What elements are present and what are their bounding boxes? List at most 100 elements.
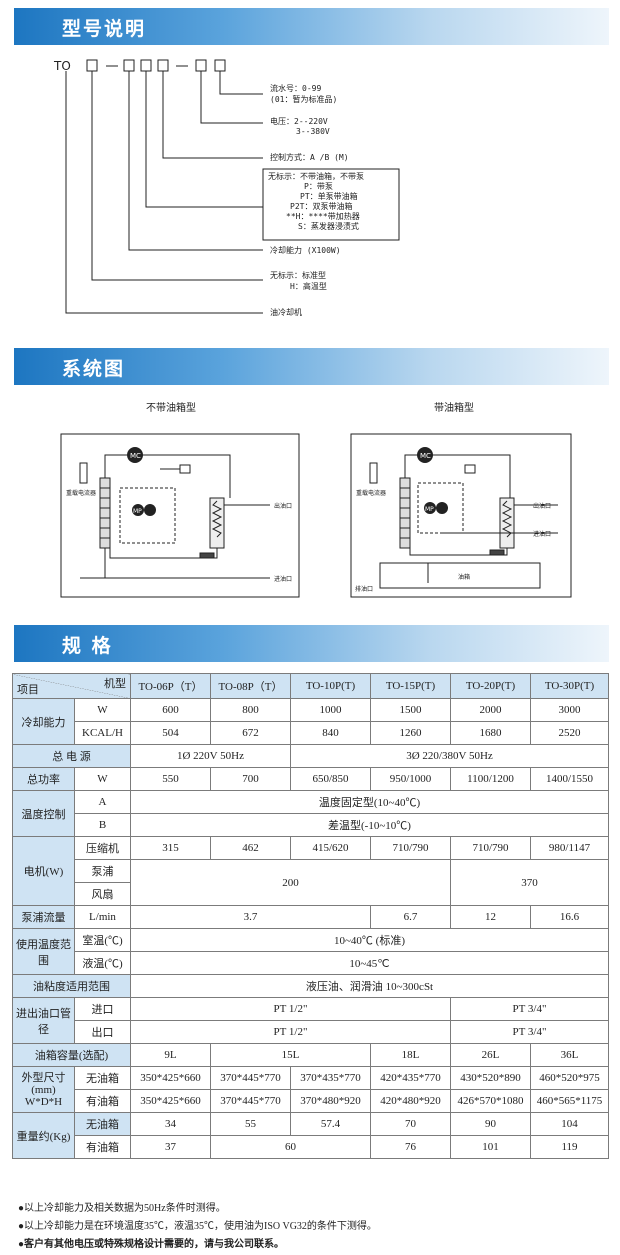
value-cell: 1500 bbox=[370, 698, 451, 722]
value-cell: 18L bbox=[370, 1043, 451, 1067]
option-line-2: PT：单泵带油箱 bbox=[300, 192, 358, 201]
value-cell: 55 bbox=[210, 1112, 291, 1136]
row-label: 温度控制 bbox=[12, 790, 75, 837]
unit-cell: KCAL/H bbox=[74, 721, 131, 745]
mc-icon bbox=[127, 447, 143, 463]
table-row: 使用温度范围 室温(℃) 10~40℃ (标准) bbox=[12, 928, 609, 975]
value-cell: 420*480*920 bbox=[370, 1089, 451, 1113]
table-row: 出口 PT 1/2" PT 3/4" bbox=[13, 1020, 609, 1044]
value-cell: 90 bbox=[450, 1112, 531, 1136]
table-header-row: 机型 项目 TO-06P（T） TO-08P（T） TO-10P(T) TO-1… bbox=[12, 673, 609, 699]
value-cell: 119 bbox=[530, 1135, 609, 1159]
row-label: 油粘度适用范围 bbox=[12, 974, 131, 998]
value-cell: 57.4 bbox=[290, 1112, 371, 1136]
model-section-banner: 型号说明 bbox=[14, 8, 609, 45]
mc-icon bbox=[417, 447, 433, 463]
unit-cell: 液温(℃) bbox=[74, 951, 131, 975]
value-cell: 2520 bbox=[530, 721, 609, 745]
value-cell: 1680 bbox=[450, 721, 531, 745]
table-row: 重量约(Kg) 无油箱 34 55 57.4 70 90 104 bbox=[12, 1112, 609, 1159]
value-cell: 315 bbox=[130, 836, 211, 860]
value-cell: 980/1147 bbox=[530, 836, 609, 860]
row-label: 油箱容量(选配) bbox=[12, 1043, 131, 1067]
value-cell: 26L bbox=[450, 1043, 531, 1067]
value-cell: 36L bbox=[530, 1043, 609, 1067]
unit-cell: 室温(℃) bbox=[74, 928, 131, 952]
value-cell: PT 3/4" bbox=[450, 1020, 609, 1044]
header-corner-top: 机型 bbox=[104, 678, 126, 690]
unit-cell: 无油箱 bbox=[74, 1066, 131, 1090]
value-cell: 12 bbox=[450, 905, 531, 929]
system-diagram-left: MC MP 重载电流器 出油口 进油口 bbox=[60, 433, 300, 598]
footnote: ●以上冷却能力是在环境温度35℃，液温35℃，使用油为ISO VG32的条件下测… bbox=[18, 1221, 377, 1232]
model-header: TO-08P（T） bbox=[210, 673, 291, 699]
unit-cell: 进口 bbox=[74, 997, 131, 1021]
option-line-5: S：蒸发器浸渍式 bbox=[298, 222, 359, 231]
value-cell: 650/850 bbox=[290, 767, 371, 791]
value-cell: 温度固定型(10~40℃) bbox=[130, 790, 609, 814]
row-label: 外型尺寸(mm) W*D*H bbox=[12, 1066, 75, 1113]
table-row: 油箱容量(选配) 9L 15L 18L 26L 36L bbox=[12, 1043, 609, 1067]
unit-cell: 风扇 bbox=[74, 882, 131, 906]
value-cell: 2000 bbox=[450, 698, 531, 722]
type-label: 无标示：标准型 bbox=[270, 271, 326, 280]
system-section-banner: 系统图 bbox=[14, 348, 609, 385]
unit-cell: 出口 bbox=[74, 1020, 131, 1044]
out-tag-left: 出油口 bbox=[274, 502, 292, 510]
value-cell: 504 bbox=[130, 721, 211, 745]
value-cell: 3.7 bbox=[130, 905, 371, 929]
value-cell: 460*565*1175 bbox=[530, 1089, 609, 1113]
table-row: 冷却能力 W 600 800 1000 1500 2000 3000 bbox=[12, 698, 609, 745]
motor-icon bbox=[436, 502, 448, 514]
model-code-lines bbox=[65, 59, 400, 314]
value-cell: PT 1/2" bbox=[130, 1020, 451, 1044]
unit-cell: 有油箱 bbox=[74, 1135, 131, 1159]
table-row: KCAL/H 504 672 840 1260 1680 2520 bbox=[13, 721, 609, 745]
model-header: TO-10P(T) bbox=[290, 673, 371, 699]
unit-cell: 有油箱 bbox=[74, 1089, 131, 1113]
option-line-3: P2T：双泵带油箱 bbox=[290, 202, 353, 211]
tank-tag-right: 油箱 bbox=[458, 573, 470, 581]
system-section-title: 系统图 bbox=[62, 358, 126, 380]
header-corner: 机型 项目 bbox=[12, 673, 131, 699]
value-cell: 104 bbox=[530, 1112, 609, 1136]
table-row: 泵浦 200 370 bbox=[13, 859, 609, 906]
value-cell: 200 bbox=[130, 859, 451, 906]
value-cell: 600 bbox=[130, 698, 211, 722]
table-row: 电机(W) 压缩机 315 462 415/620 710/790 710/79… bbox=[12, 836, 609, 906]
unit-cell: B bbox=[74, 813, 131, 837]
value-cell: 550 bbox=[130, 767, 211, 791]
control-label: 控制方式：A /B (M) bbox=[270, 153, 349, 162]
mp-label-right: MP bbox=[425, 506, 434, 513]
table-row: 有油箱 350*425*660 370*445*770 370*480*920 … bbox=[13, 1089, 609, 1113]
value-cell: 9L bbox=[130, 1043, 211, 1067]
mp-label-left: MP bbox=[133, 508, 142, 515]
table-row: 外型尺寸(mm) W*D*H 无油箱 350*425*660 370*445*7… bbox=[12, 1066, 609, 1113]
mc-label-left: MC bbox=[130, 452, 141, 460]
model-header: TO-15P(T) bbox=[370, 673, 451, 699]
model-header: TO-06P（T） bbox=[130, 673, 211, 699]
value-cell: 70 bbox=[370, 1112, 451, 1136]
option-line-1: P：带泵 bbox=[304, 182, 333, 191]
value-cell: 462 bbox=[210, 836, 291, 860]
row-label: 泵浦流量 bbox=[12, 905, 75, 929]
table-row: 泵浦流量 L/min 3.7 6.7 12 16.6 bbox=[12, 905, 609, 929]
value-cell: 1260 bbox=[370, 721, 451, 745]
unit-cell: 无油箱 bbox=[74, 1112, 131, 1136]
unit-cell: 压缩机 bbox=[74, 836, 131, 860]
value-cell: 420*435*770 bbox=[370, 1066, 451, 1090]
value-cell: 差温型(-10~10℃) bbox=[130, 813, 609, 837]
serial-label: 流水号：0-99 bbox=[270, 84, 322, 93]
system-left-title: 不带油箱型 bbox=[146, 403, 196, 414]
option-line-4: **H：****带加热器 bbox=[286, 212, 360, 221]
product-label: 油冷却机 bbox=[270, 308, 302, 317]
voltage-alt: 3--380V bbox=[296, 127, 330, 136]
row-label: 总 电 源 bbox=[12, 744, 131, 768]
table-row: 液温(℃) 10~45℃ bbox=[13, 951, 609, 975]
option-line-0: 无标示：不带油箱，不带泵 bbox=[268, 172, 364, 181]
table-row: 总 电 源 1Ø 220V 50Hz 3Ø 220/380V 50Hz bbox=[12, 744, 609, 768]
unit-cell: 泵浦 bbox=[74, 859, 131, 883]
value-cell: 460*520*975 bbox=[530, 1066, 609, 1090]
value-cell: 10~45℃ bbox=[130, 951, 609, 975]
value-cell: 101 bbox=[450, 1135, 531, 1159]
